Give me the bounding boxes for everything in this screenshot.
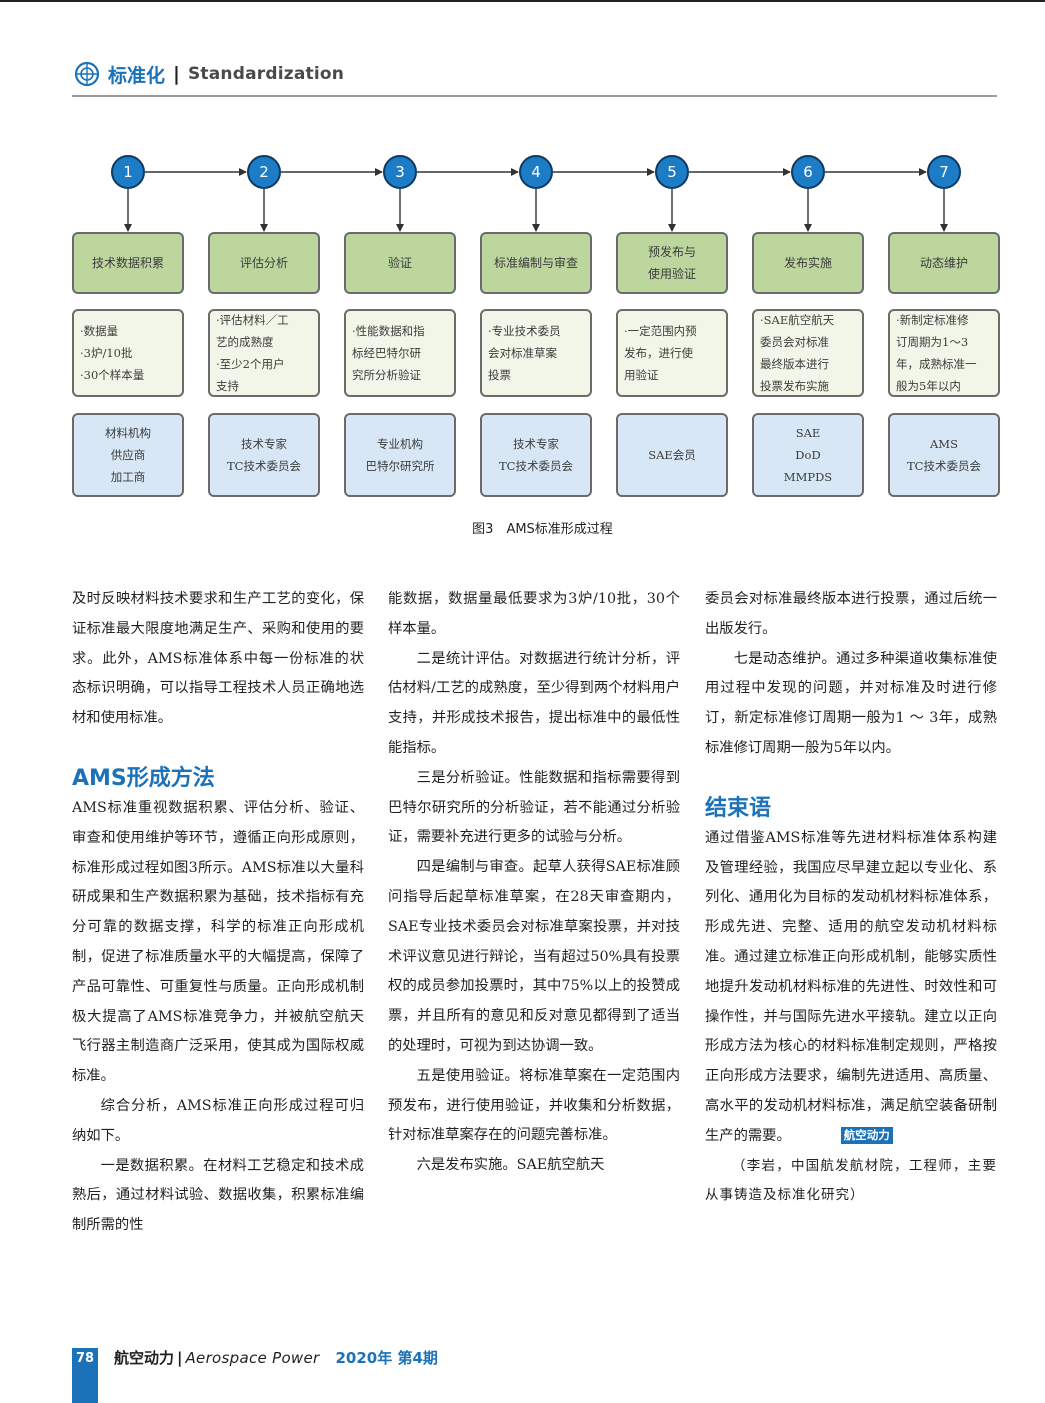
stage-detail-box: ·SAE航空航天 委员会对标准 最终版本进行 投票发布实施 bbox=[752, 309, 864, 397]
stage-detail-box: ·评估材料／工 艺的成熟度 ·至少2个用户 支持 bbox=[208, 309, 320, 397]
step-number-circle: 3 bbox=[383, 155, 417, 189]
section-title-en: Standardization bbox=[187, 64, 345, 84]
paragraph: 一是数据积累。在材料工艺稳定和技术成熟后，通过材料试验、数据收集，积累标准编制所… bbox=[72, 1157, 364, 1234]
stage-box: 发布实施 bbox=[752, 232, 864, 294]
step-number-circle: 7 bbox=[927, 155, 961, 189]
step-number-circle: 4 bbox=[519, 155, 553, 189]
text-column-3: 委员会对标准最终版本进行投票，通过后统一出版发行。 七是动态维护。通过多种渠道收… bbox=[705, 585, 997, 1211]
stage-box: 标准编制与审查 bbox=[480, 232, 592, 294]
paragraph: 能数据，数据量最低要求为3炉/10批，30个样本量。 bbox=[388, 591, 680, 637]
stage-actor-box: SAE DoD MMPDS bbox=[752, 413, 864, 497]
diagram-connectors bbox=[124, 168, 948, 232]
top-rule bbox=[0, 0, 1045, 2]
ams-process-diagram: 1 技术数据积累 ·数据量 ·3炉/10批 ·30个样本量材料机构 供应商 加工商 2… bbox=[60, 145, 1005, 505]
stage-actor-box: SAE会员 bbox=[616, 413, 728, 497]
paragraph: AMS标准重视数据积累、评估分析、验证、审查和使用维护等环节，遵循正向形成原则，… bbox=[72, 799, 364, 1085]
stage-box: 验证 bbox=[344, 232, 456, 294]
stage-detail-box: ·专业技术委员 会对标准草案 投票 bbox=[480, 309, 592, 397]
step-number-circle: 1 bbox=[111, 155, 145, 189]
stage-actor-box: 技术专家 TC技术委员会 bbox=[208, 413, 320, 497]
step-number-circle: 6 bbox=[791, 155, 825, 189]
stage-actor-box: 材料机构 供应商 加工商 bbox=[72, 413, 184, 497]
stage-detail-box: ·新制定标准修 订周期为1～3 年，成熟标准一 般为5年以内 bbox=[888, 309, 1000, 397]
journal-name-cn: 航空动力 bbox=[114, 1349, 175, 1367]
text-column-1: 及时反映材料技术要求和生产工艺的变化，保证标准最大限度地满足生产、采购和使用的要… bbox=[72, 585, 364, 1241]
stage-actor-box: 技术专家 TC技术委员会 bbox=[480, 413, 592, 497]
header-rule bbox=[72, 95, 997, 97]
paragraph: 四是编制与审查。起草人获得SAE标准顾问指导后起草标准草案，在28天审查期内，S… bbox=[388, 859, 680, 1054]
author-note: （李岩，中国航发航材院，工程师，主要从事铸造及标准化研究） bbox=[705, 1157, 997, 1204]
stage-actor-box: AMS TC技术委员会 bbox=[888, 413, 1000, 497]
stage-detail-box: ·一定范围内预 发布，进行使 用验证 bbox=[616, 309, 728, 397]
section-header: 标准化 | Standardization bbox=[74, 60, 344, 88]
stage-box: 评估分析 bbox=[208, 232, 320, 294]
heading-ams-method: AMS形成方法 bbox=[72, 765, 215, 791]
journal-name-en: Aerospace Power bbox=[185, 1349, 320, 1367]
paragraph: 二是统计评估。对数据进行统计分析，评估材料/工艺的成熟度，至少得到两个材料用户支… bbox=[388, 650, 680, 756]
step-number-circle: 2 bbox=[247, 155, 281, 189]
figure-caption: 图3 AMS标准形成过程 bbox=[472, 522, 613, 537]
paragraph: 委员会对标准最终版本进行投票，通过后统一出版发行。 bbox=[705, 591, 997, 637]
stage-box: 预发布与 使用验证 bbox=[616, 232, 728, 294]
globe-logo-icon bbox=[74, 61, 100, 87]
conclusion-text: 通过借鉴AMS标准等先进材料标准体系构建及管理经验，我国应尽早建立起以专业化、系… bbox=[705, 829, 997, 1144]
paragraph-conclusion: 通过借鉴AMS标准等先进材料标准体系构建及管理经验，我国应尽早建立起以专业化、系… bbox=[705, 824, 997, 1152]
section-title-cn: 标准化 bbox=[108, 64, 166, 87]
page-number: 78 bbox=[75, 1351, 95, 1366]
section-separator: | bbox=[173, 63, 180, 85]
stage-detail-box: ·性能数据和指 标经巴特尔研 究所分析验证 bbox=[344, 309, 456, 397]
step-number-circle: 5 bbox=[655, 155, 689, 189]
text-column-2: 能数据，数据量最低要求为3炉/10批，30个样本量。 二是统计评估。对数据进行统… bbox=[388, 585, 680, 1181]
end-badge: 航空动力 bbox=[840, 1127, 893, 1145]
footer-page-bar bbox=[72, 1348, 98, 1403]
paragraph: 五是使用验证。将标准草案在一定范围内预发布，进行使用验证，并收集和分析数据，针对… bbox=[388, 1067, 680, 1144]
paragraph: 及时反映材料技术要求和生产工艺的变化，保证标准最大限度地满足生产、采购和使用的要… bbox=[72, 591, 364, 727]
stage-box: 技术数据积累 bbox=[72, 232, 184, 294]
heading-conclusion: 结束语 bbox=[705, 795, 772, 821]
paragraph: 三是分析验证。性能数据和指标需要得到巴特尔研究所的分析验证，若不能通过分析验证，… bbox=[388, 769, 680, 846]
journal-issue: 2020年 第4期 bbox=[335, 1349, 438, 1367]
paragraph: 六是发布实施。SAE航空航天 bbox=[416, 1157, 605, 1174]
paragraph: 综合分析，AMS标准正向形成过程可归纳如下。 bbox=[72, 1097, 364, 1144]
stage-detail-box: ·数据量 ·3炉/10批 ·30个样本量 bbox=[72, 309, 184, 397]
journal-separator: | bbox=[177, 1349, 183, 1367]
paragraph: 七是动态维护。通过多种渠道收集标准使用过程中发现的问题，并对标准及时进行修订，新… bbox=[705, 650, 997, 756]
stage-box: 动态维护 bbox=[888, 232, 1000, 294]
footer-journal: 航空动力 | Aerospace Power 2020年 第4期 bbox=[114, 1347, 438, 1368]
stage-actor-box: 专业机构 巴特尔研究所 bbox=[344, 413, 456, 497]
